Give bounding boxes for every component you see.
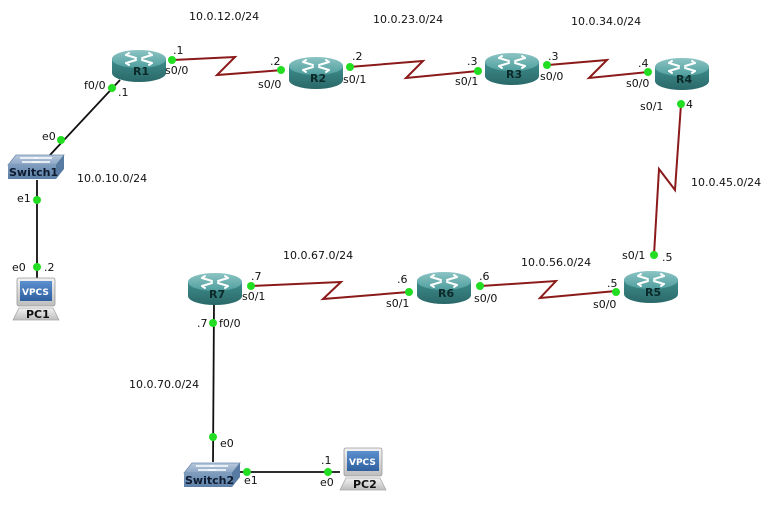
ip-label: .6 <box>397 273 408 286</box>
router-r7[interactable]: R7 <box>187 272 243 306</box>
port-dot-r4-s0-1[interactable] <box>677 100 685 108</box>
port-dot-r5-s0-1[interactable] <box>650 251 658 259</box>
port-label: s0/0 <box>474 292 497 305</box>
port-dot-switch2-e1[interactable] <box>243 468 251 476</box>
port-dot-r2-s0-0[interactable] <box>277 66 285 74</box>
port-dot-r1-s0-0[interactable] <box>168 56 176 64</box>
network-label-10-0-23: 10.0.23.0/24 <box>373 13 443 26</box>
switch-label: Switch2 <box>185 474 234 487</box>
link-r3-r4[interactable] <box>547 58 649 80</box>
ip-label: .7 <box>197 317 208 330</box>
pc-pc2[interactable]: VPCS PC2 <box>339 447 387 491</box>
ip-label: .2 <box>270 55 281 68</box>
port-dot-r7-f0-0[interactable] <box>209 319 217 327</box>
port-label: s0/1 <box>640 100 663 113</box>
port-dot-r4-s0-0[interactable] <box>644 68 652 76</box>
ip-label: .4 <box>638 57 649 70</box>
link-r2-r3[interactable] <box>348 59 479 80</box>
ip-label: .2 <box>44 261 55 274</box>
ip-label: .3 <box>548 50 559 63</box>
router-label: R3 <box>506 68 522 81</box>
network-label-10-0-34: 10.0.34.0/24 <box>571 15 641 28</box>
switch-switch2[interactable]: Switch2 <box>183 462 241 488</box>
router-r4[interactable]: R4 <box>654 57 710 91</box>
ip-label: .5 <box>662 251 673 264</box>
vpcs-screen-text: VPCS <box>349 458 376 468</box>
link-r1-r2[interactable] <box>172 55 284 77</box>
port-dot-r6-s0-0[interactable] <box>476 282 484 290</box>
port-dot-pc2-e0[interactable] <box>324 468 332 476</box>
network-labels: 10.0.12.0/24 10.0.23.0/24 10.0.34.0/24 1… <box>77 10 761 391</box>
network-label-10-0-56: 10.0.56.0/24 <box>521 256 591 269</box>
port-dot-switch1-e1[interactable] <box>33 196 41 204</box>
link-r5-r6[interactable] <box>480 279 617 300</box>
port-label: f0/0 <box>219 317 241 330</box>
network-label-10-0-70: 10.0.70.0/24 <box>129 378 199 391</box>
port-label: e0 <box>320 476 334 489</box>
vpcs-screen-text: VPCS <box>22 288 49 298</box>
port-label: e0 <box>220 437 234 450</box>
port-label: s0/1 <box>622 249 645 262</box>
port-dot-r1-f0-0[interactable] <box>108 84 116 92</box>
port-label: s0/1 <box>242 290 265 303</box>
port-label: s0/0 <box>540 70 563 83</box>
port-dot-switch1-e0[interactable] <box>57 136 65 144</box>
port-dots <box>33 56 685 476</box>
ip-label: 4 <box>686 98 693 111</box>
ip-label: .1 <box>118 86 129 99</box>
pc-label: PC1 <box>26 308 50 321</box>
port-label: e1 <box>244 474 258 487</box>
ip-label: .2 <box>352 50 363 63</box>
port-label: s0/1 <box>386 297 409 310</box>
router-label: R7 <box>209 288 225 301</box>
network-label-10-0-67: 10.0.67.0/24 <box>283 249 353 262</box>
port-label: f0/0 <box>84 79 106 92</box>
port-label: s0/0 <box>593 298 616 311</box>
port-label: s0/1 <box>455 75 478 88</box>
router-r6[interactable]: R6 <box>416 271 472 305</box>
ip-label: .1 <box>173 44 184 57</box>
port-labels: .1 s0/0 .2 s0/0 .2 s0/1 .3 s0/1 .3 s0/0 … <box>12 44 693 489</box>
port-label: e0 <box>12 261 26 274</box>
links-layer <box>36 55 682 473</box>
network-label-10-0-12: 10.0.12.0/24 <box>189 10 259 23</box>
router-r2[interactable]: R2 <box>288 56 344 90</box>
router-r3[interactable]: R3 <box>484 52 540 86</box>
router-label: R6 <box>438 287 454 300</box>
router-label: R2 <box>310 72 326 85</box>
port-dot-pc1-e0[interactable] <box>33 263 41 271</box>
link-r4-r5[interactable] <box>653 103 682 256</box>
switch-label: Switch1 <box>9 166 58 179</box>
pc-pc1[interactable]: VPCS PC1 <box>12 277 60 321</box>
ip-label: .5 <box>607 277 618 290</box>
port-dot-r7-s0-1[interactable] <box>247 282 255 290</box>
network-label-10-0-45: 10.0.45.0/24 <box>691 176 761 189</box>
router-label: R4 <box>676 73 692 86</box>
router-r1[interactable]: R1 <box>111 49 167 83</box>
port-dot-switch2-e0[interactable] <box>209 433 217 441</box>
port-label: e1 <box>17 192 31 205</box>
router-r5[interactable]: R5 <box>623 270 679 304</box>
port-dot-r3-s0-1[interactable] <box>474 67 482 75</box>
ip-label: .7 <box>251 270 262 283</box>
ip-label: .6 <box>479 270 490 283</box>
port-dot-r6-s0-1[interactable] <box>405 288 413 296</box>
port-label: s0/0 <box>258 78 281 91</box>
ip-label: .3 <box>467 55 478 68</box>
switch-switch1[interactable]: Switch1 <box>7 154 65 180</box>
port-dot-r2-s0-1[interactable] <box>346 63 354 71</box>
port-label: e0 <box>42 130 56 143</box>
port-label: s0/0 <box>165 64 188 77</box>
network-label-10-0-10: 10.0.10.0/24 <box>77 172 147 185</box>
ip-label: .1 <box>321 454 332 467</box>
port-dot-r3-s0-0[interactable] <box>543 61 551 69</box>
port-dot-r5-s0-0[interactable] <box>612 288 620 296</box>
port-label: s0/0 <box>626 77 649 90</box>
port-label: s0/1 <box>343 73 366 86</box>
link-r6-r7[interactable] <box>250 280 410 301</box>
pc-label: PC2 <box>353 478 377 491</box>
router-label: R1 <box>133 65 149 78</box>
router-label: R5 <box>645 286 661 299</box>
